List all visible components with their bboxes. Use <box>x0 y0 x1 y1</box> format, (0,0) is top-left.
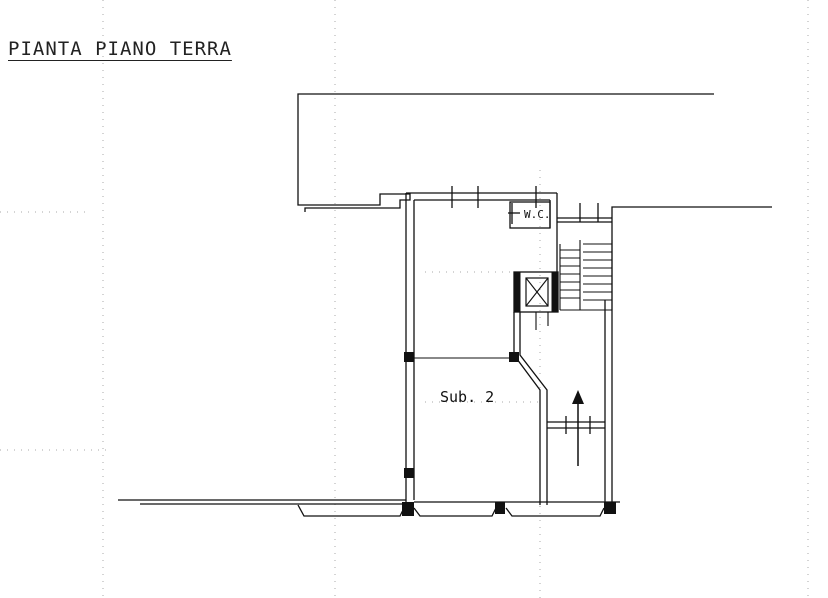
crossed-box-icon <box>513 271 559 330</box>
wc-label: W.C. <box>524 208 551 221</box>
staircase <box>559 240 613 311</box>
outer-wall <box>297 93 772 300</box>
unit-walls <box>405 192 613 505</box>
up-arrow-icon <box>572 390 584 466</box>
guide-lines <box>0 0 809 598</box>
unit-label: Sub. 2 <box>440 388 494 406</box>
plan-title: PIANTA PIANO TERRA <box>8 38 232 60</box>
door-ticks <box>451 186 612 434</box>
street-front <box>118 499 620 517</box>
pillars <box>402 352 616 516</box>
